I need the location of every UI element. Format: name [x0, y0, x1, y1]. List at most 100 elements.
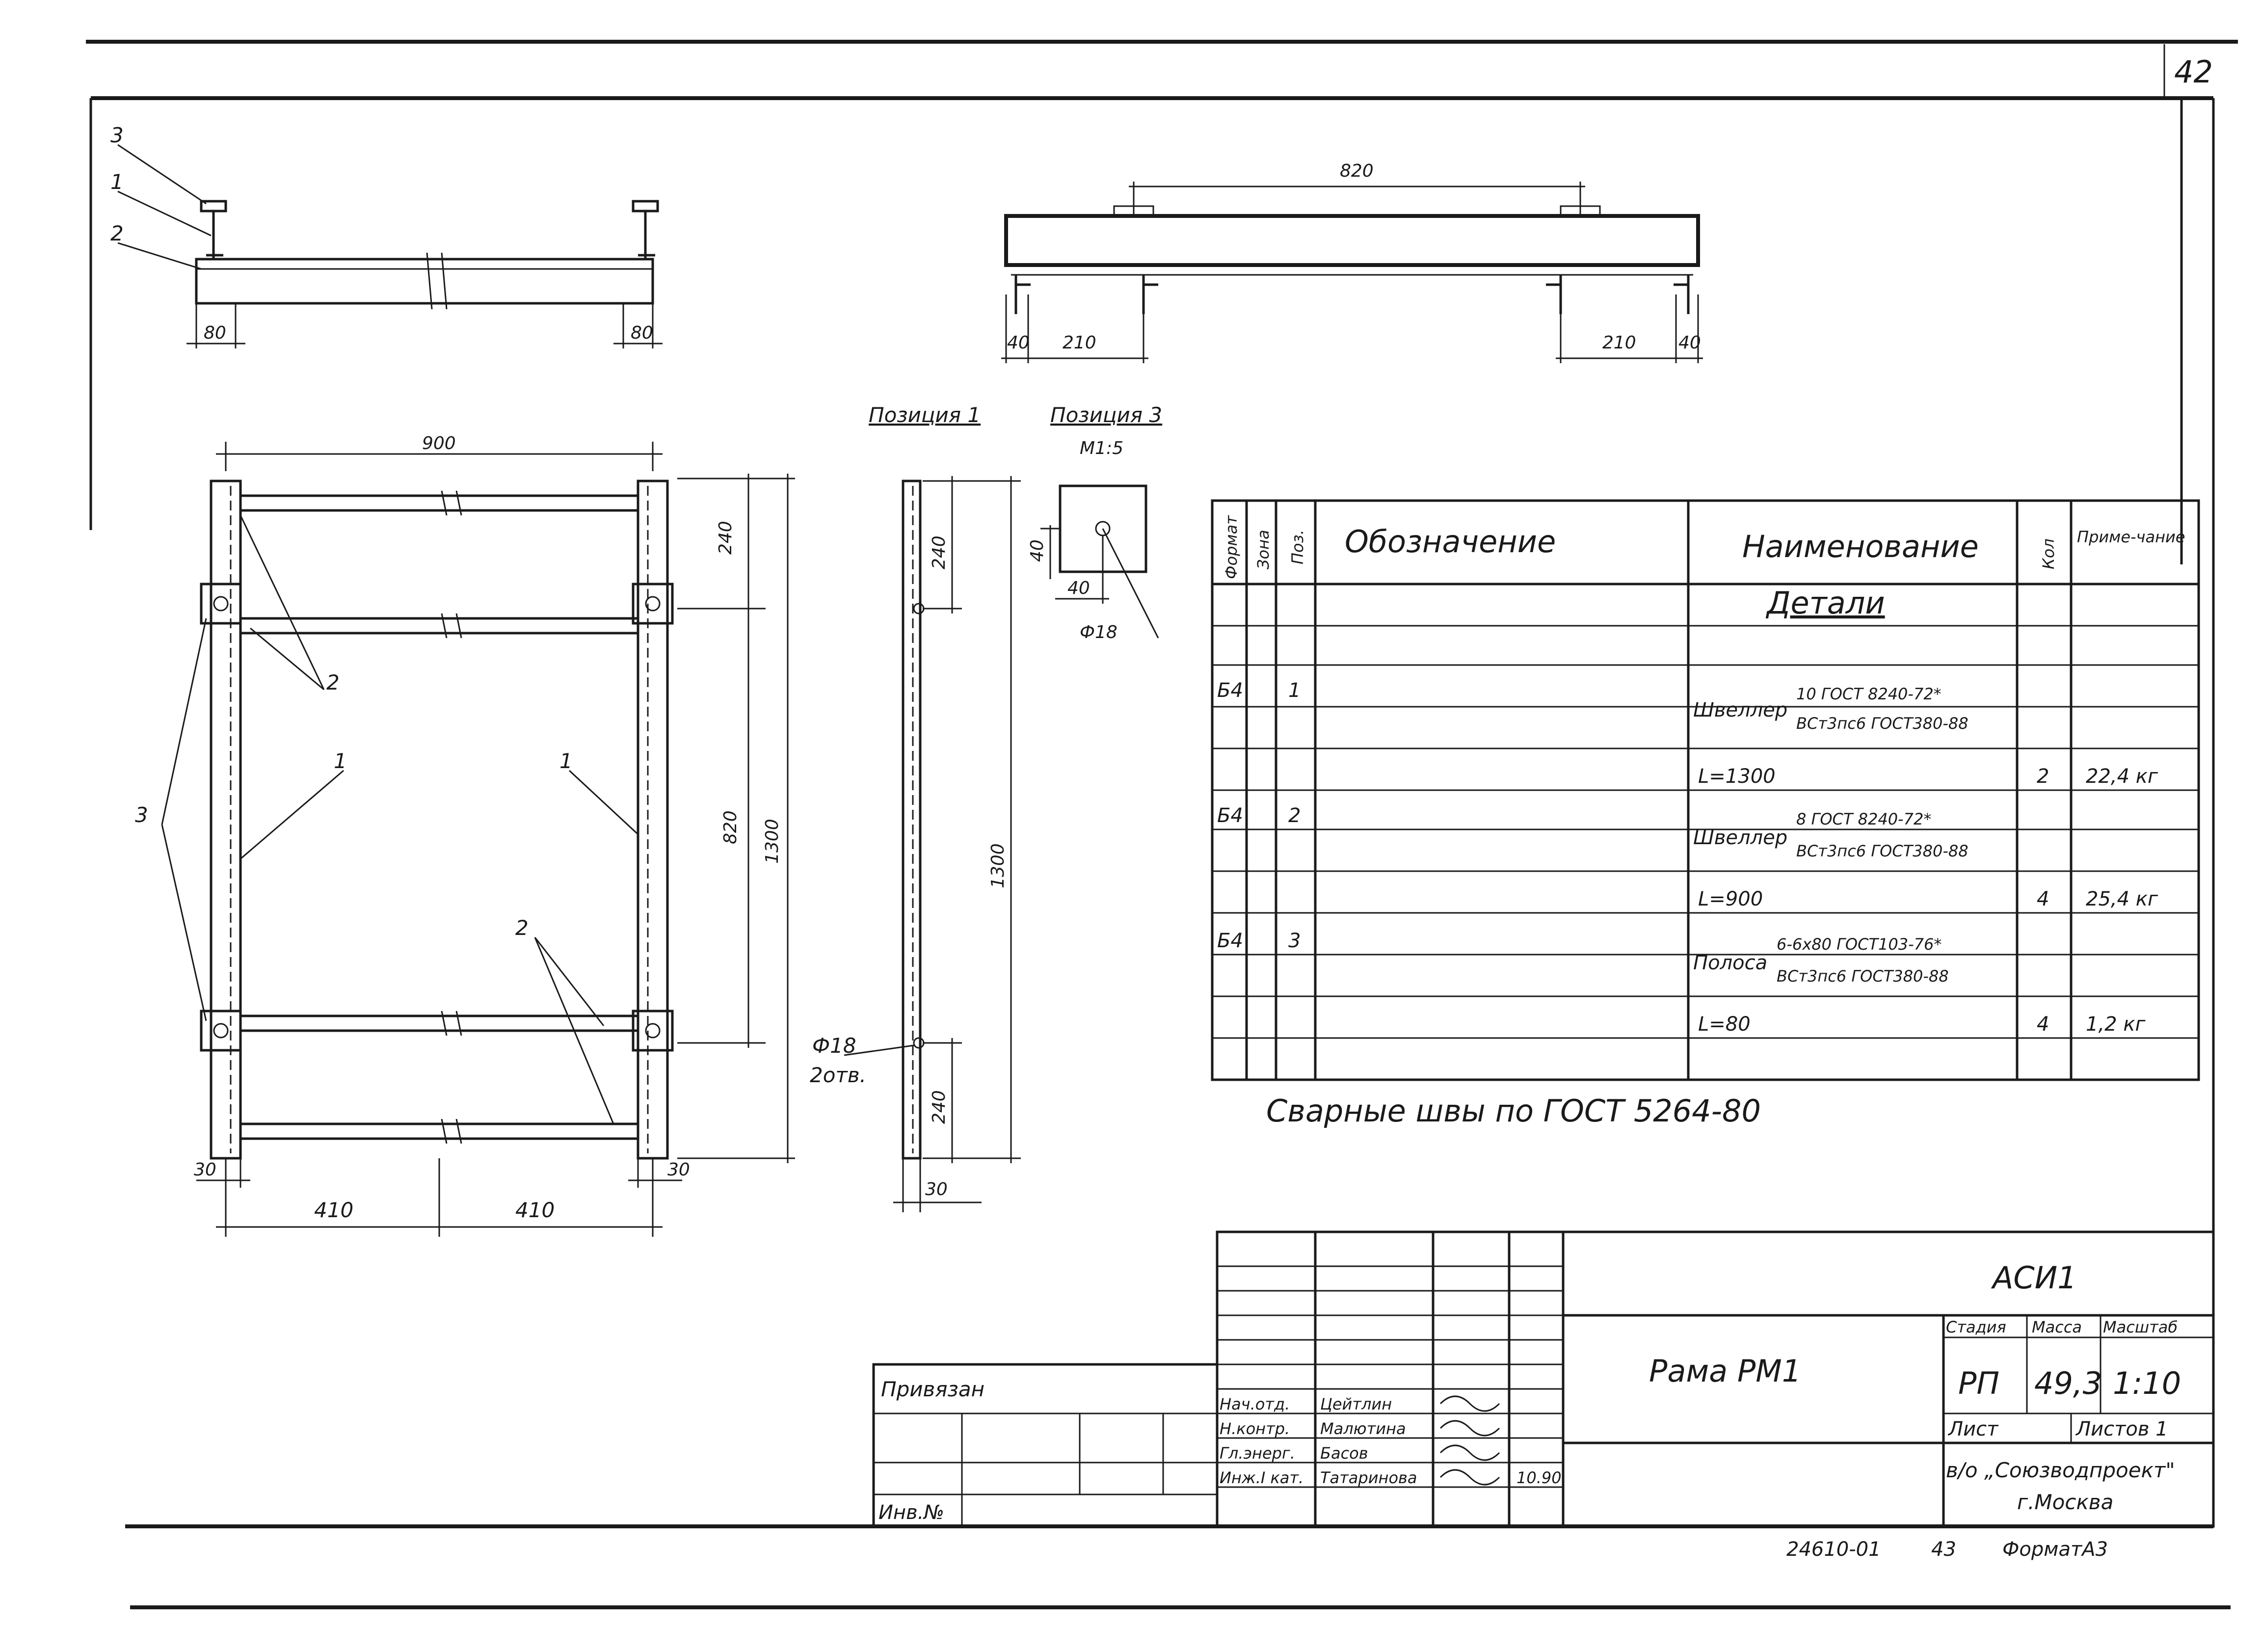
- th-format: Формат: [1222, 515, 1241, 579]
- dim-820-right: 820: [720, 810, 741, 844]
- row4-length: L=900: [1698, 888, 1763, 910]
- footer-sheet-no: 43: [1931, 1538, 1956, 1561]
- callout-pos1-left: 1: [334, 749, 347, 773]
- row3-format: Б4: [1217, 804, 1243, 827]
- th-pos: Поз.: [1288, 530, 1307, 564]
- pos3-hole: Ф18: [1080, 622, 1117, 642]
- dim-80-right: 80: [631, 323, 653, 343]
- dim-40-left: 40: [1007, 333, 1030, 353]
- dim-240-right: 240: [716, 521, 736, 555]
- signer-role-1: Нач.отд.: [1220, 1395, 1290, 1413]
- dim-210-right: 210: [1602, 333, 1636, 353]
- sheets-header: Листов 1: [2075, 1418, 2168, 1440]
- th-designation: Обозначение: [1345, 524, 1556, 560]
- row6-qty: 4: [2037, 1013, 2049, 1036]
- row5-name-prefix: Полоса: [1693, 952, 1767, 974]
- row4-note: 25,4 кг: [2086, 888, 2158, 910]
- row3-pos: 2: [1288, 804, 1301, 827]
- callout-pos2-top: 2: [326, 670, 340, 694]
- row5-format: Б4: [1217, 930, 1243, 952]
- top-left-section-view: [117, 144, 663, 348]
- org-name: в/о „Союзводпроект": [1946, 1458, 2175, 1482]
- pos1-dim-240-top: 240: [929, 535, 949, 569]
- signer-name-2: Малютина: [1320, 1419, 1406, 1438]
- row3-name-prefix: Швеллер: [1693, 826, 1787, 849]
- stage-value: РП: [1958, 1365, 1999, 1401]
- signer-role-4: Инж.I кат.: [1220, 1468, 1303, 1487]
- pos1-dim-30: 30: [925, 1179, 948, 1199]
- dim-40-right: 40: [1678, 333, 1701, 353]
- row2-note: 22,4 кг: [2086, 765, 2158, 788]
- footer-code: 24610-01: [1786, 1538, 1881, 1561]
- pos3-dim-40-h: 40: [1067, 578, 1090, 598]
- dim-1300-right: 1300: [762, 819, 782, 864]
- page-number: 42: [2174, 54, 2213, 90]
- org-city: г.Москва: [2017, 1490, 2113, 1514]
- row5-pos: 3: [1288, 930, 1301, 952]
- dim-900: 900: [422, 433, 456, 453]
- stage-header: Стадия: [1946, 1318, 2006, 1336]
- row6-length: L=80: [1698, 1013, 1751, 1036]
- row1-format: Б4: [1217, 679, 1243, 702]
- callout-pos1-right: 1: [559, 749, 573, 773]
- pos1-hole-note: Ф18: [812, 1034, 856, 1058]
- dim-30-left: 30: [194, 1160, 216, 1180]
- dim-410-right: 410: [515, 1198, 555, 1222]
- row1-name-bottom: ВСт3пс6 ГОСТ380-88: [1796, 714, 1968, 733]
- position-3-title: Позиция 3: [1050, 403, 1162, 427]
- pos1-dim-240-bottom: 240: [929, 1090, 949, 1124]
- sheet-header: Лист: [1947, 1418, 1999, 1440]
- position-1-view: [844, 476, 1021, 1212]
- dim-410-left: 410: [314, 1198, 353, 1222]
- position-1-title: Позиция 1: [869, 403, 981, 427]
- row4-qty: 4: [2037, 888, 2049, 910]
- dim-30-right: 30: [667, 1160, 690, 1180]
- weld-note: Сварные швы по ГОСТ 5264-80: [1266, 1093, 1761, 1129]
- row5-name-bottom: ВСт3пс6 ГОСТ380-88: [1777, 967, 1949, 986]
- signer-date-4: 10.90: [1516, 1468, 1562, 1487]
- signer-name-1: Цейтлин: [1320, 1395, 1392, 1413]
- mass-value: 49,3: [2034, 1365, 2102, 1401]
- scale-header: Масштаб: [2103, 1318, 2178, 1336]
- row2-length: L=1300: [1698, 765, 1776, 788]
- dim-210-left: 210: [1063, 333, 1096, 353]
- doc-code: АСИ1: [1991, 1260, 2077, 1296]
- callout-pos2-bottom: 2: [515, 916, 529, 940]
- row3-name-bottom: ВСт3пс6 ГОСТ380-88: [1796, 842, 1968, 860]
- pos1-hole-count: 2отв.: [810, 1063, 866, 1087]
- top-right-elevation-view: [1001, 182, 1703, 363]
- th-name: Наименование: [1742, 529, 1979, 564]
- row6-note: 1,2 кг: [2086, 1013, 2146, 1036]
- row1-name-prefix: Швеллер: [1693, 699, 1787, 721]
- spec-table: [1211, 499, 2200, 1081]
- section-title: Детали: [1765, 585, 1885, 621]
- callout-2: 2: [110, 221, 124, 245]
- pos3-dim-40-v: 40: [1027, 539, 1047, 562]
- row1-pos: 1: [1288, 679, 1301, 702]
- attached-label: Привязан: [881, 1377, 984, 1401]
- dim-820-top: 820: [1340, 161, 1374, 181]
- title-block: [872, 1230, 2215, 1528]
- plan-view: [161, 442, 795, 1237]
- inventory-label: Инв.№: [878, 1501, 944, 1524]
- mass-header: Масса: [2032, 1318, 2082, 1336]
- pos1-dim-1300: 1300: [988, 843, 1008, 888]
- th-note: Приме-чание: [2077, 528, 2185, 546]
- dim-80-left: 80: [204, 323, 226, 343]
- row2-qty: 2: [2037, 765, 2049, 788]
- signer-name-4: Татаринова: [1320, 1468, 1417, 1487]
- position-3-view: [1040, 484, 1159, 639]
- th-qty: Кол: [2039, 538, 2058, 569]
- callout-3: 3: [110, 123, 124, 147]
- drawing-title: Рама РМ1: [1649, 1353, 1801, 1389]
- signer-role-2: Н.контр.: [1220, 1419, 1290, 1438]
- signer-name-3: Басов: [1320, 1444, 1368, 1463]
- callout-1: 1: [110, 170, 124, 194]
- th-zone: Зона: [1254, 530, 1273, 569]
- scale-value: 1:10: [2113, 1365, 2181, 1401]
- row1-name-top: 10 ГОСТ 8240-72*: [1796, 685, 1942, 703]
- footer-format: ФорматА3: [2002, 1538, 2108, 1561]
- row3-name-top: 8 ГОСТ 8240-72*: [1796, 810, 1931, 828]
- callout-pos3-left: 3: [135, 803, 148, 827]
